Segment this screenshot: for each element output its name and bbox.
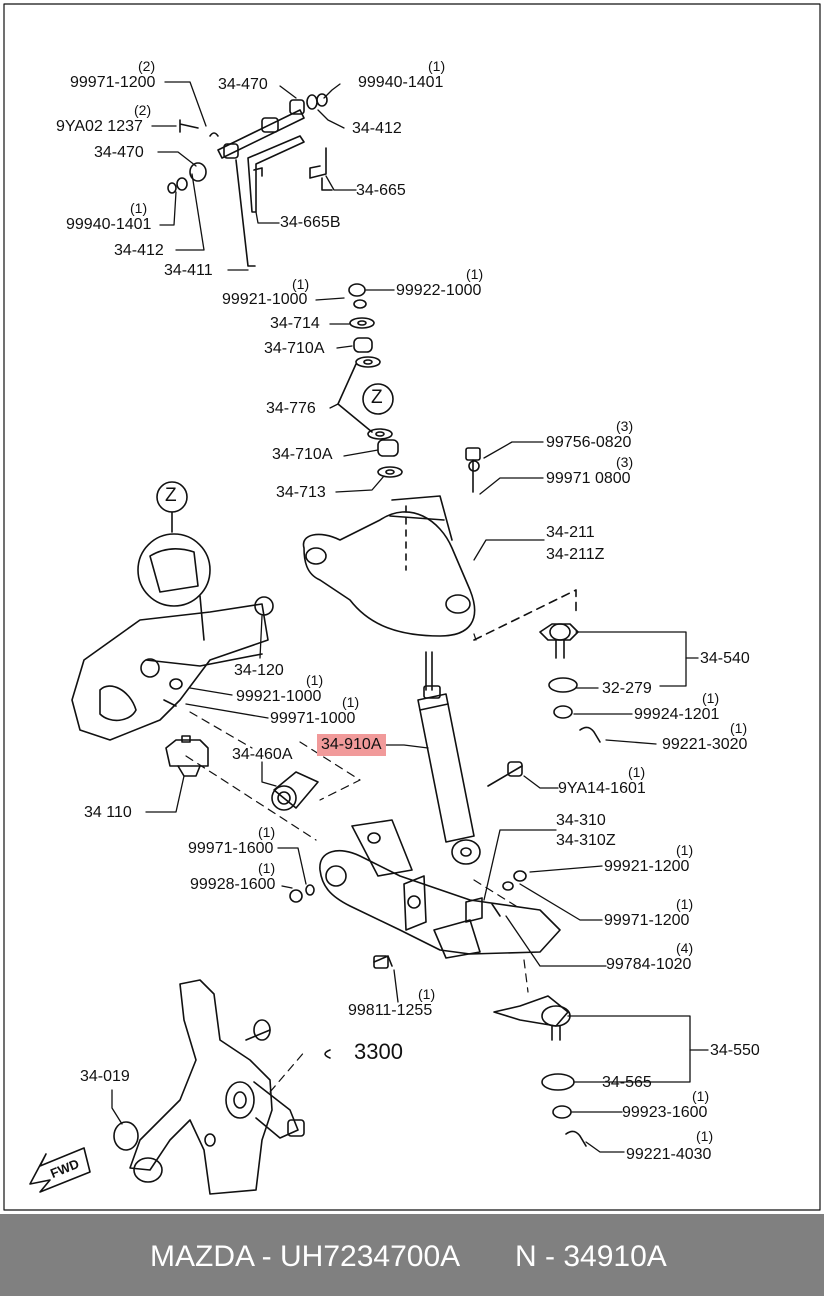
- part-label-34-412-b: 34-412: [114, 242, 164, 259]
- part-label-99921-1000-a: 99921-1000: [222, 291, 308, 308]
- footer-brand-part: MAZDA - UH7234700A: [150, 1240, 461, 1273]
- part-label-32-279: 32-279: [602, 680, 652, 697]
- part-label-34-019: 34-019: [80, 1068, 130, 1085]
- zoom-marker-z-b: Z: [165, 485, 177, 506]
- shock-mount-stack: [337, 283, 403, 478]
- part-label-34-310: 34-310: [556, 812, 606, 829]
- part-label-34-665: 34-665: [356, 182, 406, 199]
- part-label-99940-1401-a: 99940-1401: [358, 74, 444, 91]
- part-label-34-211z: 34-211Z: [546, 546, 605, 563]
- lower-control-arm: [289, 819, 561, 969]
- qty-99940-1401-a: (1): [428, 58, 446, 74]
- part-label-99922-1000: 99922-1000: [396, 282, 482, 299]
- part-label-34-713: 34-713: [276, 484, 326, 501]
- part-label-99811-1255: 99811-1255: [348, 1002, 433, 1019]
- part-label-34-470-a: 34-470: [218, 76, 268, 93]
- part-label-99784-1020: 99784-1020: [606, 956, 692, 973]
- qty-99756-0820: (3): [616, 418, 634, 434]
- qty-99928-1600: (1): [258, 860, 276, 876]
- qty-9ya14-1601: (1): [628, 764, 646, 780]
- part-label-99971-1200-b: 99971-1200: [604, 912, 690, 929]
- footer-bar: MAZDA - UH7234700A N - 34910A: [0, 1214, 824, 1296]
- part-label-34-910a-highlighted: 34-910A: [317, 734, 386, 756]
- part-label-34-412-a: 34-412: [352, 120, 402, 137]
- part-label-34-565: 34-565: [602, 1074, 652, 1091]
- part-label-99924-1201: 99924-1201: [634, 706, 720, 723]
- parts-diagram: (2) 99971-1200 34-470 (1) 99940-1401 (2)…: [0, 3, 824, 1215]
- qty-99921-1000-a: (1): [292, 276, 310, 292]
- alignment-lines: [185, 633, 529, 1093]
- part-label-34-714: 34-714: [270, 315, 320, 332]
- part-label-34-540: 34-540: [700, 650, 750, 667]
- upper-ball-joint: [473, 589, 601, 743]
- part-label-99221-3020: 99221-3020: [662, 736, 748, 753]
- part-label-3300: 3300: [354, 1039, 403, 1064]
- part-label-99971-0800: 99971 0800: [546, 470, 631, 487]
- qty-99971-1200-b: (1): [676, 896, 694, 912]
- part-label-34-710a-a: 34-710A: [264, 340, 325, 357]
- part-label-34-110: 34 110: [84, 804, 132, 821]
- part-label-34-120: 34-120: [234, 662, 284, 679]
- part-label-34-411: 34-411: [164, 262, 213, 279]
- qty-99221-4030: (1): [696, 1128, 714, 1144]
- part-label-34-460a: 34-460A: [232, 746, 293, 763]
- part-label-34-310z: 34-310Z: [556, 832, 616, 849]
- qty-99924-1201: (1): [702, 690, 720, 706]
- fwd-arrow: [29, 1147, 91, 1193]
- stabilizer-link-assembly: [167, 93, 333, 267]
- part-label-34-665b: 34-665B: [280, 214, 341, 231]
- qty-99940-1401-b: (1): [130, 200, 148, 216]
- footer-part-number: N - 34910A: [515, 1240, 667, 1273]
- steering-knuckle: [113, 979, 331, 1195]
- qty-99971-1000: (1): [342, 694, 360, 710]
- qty-99971-1200-a: (2): [138, 58, 156, 74]
- part-label-99971-1600: 99971-1600: [188, 840, 274, 857]
- leader-lines: [111, 81, 709, 1153]
- qty-99971-1600: (1): [258, 824, 276, 840]
- qty-99221-3020: (1): [730, 720, 748, 736]
- part-label-99756-0820: 99756-0820: [546, 434, 632, 451]
- upper-control-arm: [302, 447, 481, 637]
- part-label-34-550: 34-550: [710, 1042, 760, 1059]
- shock-absorber: [417, 651, 523, 865]
- diagram-drawing: [3, 3, 821, 1211]
- part-label-99940-1401-b: 99940-1401: [66, 216, 152, 233]
- part-label-34-710a-b: 34-710A: [272, 446, 333, 463]
- zoom-marker-z-a: Z: [371, 387, 383, 408]
- part-label-99971-1200-a: 99971-1200: [70, 74, 156, 91]
- part-label-34-470-b: 34-470: [94, 144, 144, 161]
- qty-99811-1255: (1): [418, 986, 436, 1002]
- qty-99921-1000-b: (1): [306, 672, 324, 688]
- qty-99921-1200: (1): [676, 842, 694, 858]
- qty-99784-1020: (4): [676, 940, 694, 956]
- part-label-34-211: 34-211: [546, 524, 595, 541]
- qty-9ya02-1237: (2): [134, 102, 152, 118]
- part-label-99921-1000-b: 99921-1000: [236, 688, 322, 705]
- qty-99923-1600: (1): [692, 1088, 710, 1104]
- part-label-34-776: 34-776: [266, 400, 316, 417]
- frame-detail: [71, 481, 319, 811]
- qty-99922-1000: (1): [466, 266, 484, 282]
- part-label-99928-1600: 99928-1600: [190, 876, 276, 893]
- qty-99971-0800: (3): [616, 454, 634, 470]
- lower-ball-joint: [493, 995, 587, 1147]
- part-label-99221-4030: 99221-4030: [626, 1146, 712, 1163]
- part-label-99921-1200: 99921-1200: [604, 858, 690, 875]
- part-label-99971-1000: 99971-1000: [270, 710, 356, 727]
- part-label-99923-1600: 99923-1600: [622, 1104, 708, 1121]
- part-label-9ya02-1237: 9YA02 1237: [56, 118, 143, 135]
- part-label-9ya14-1601: 9YA14-1601: [558, 780, 646, 797]
